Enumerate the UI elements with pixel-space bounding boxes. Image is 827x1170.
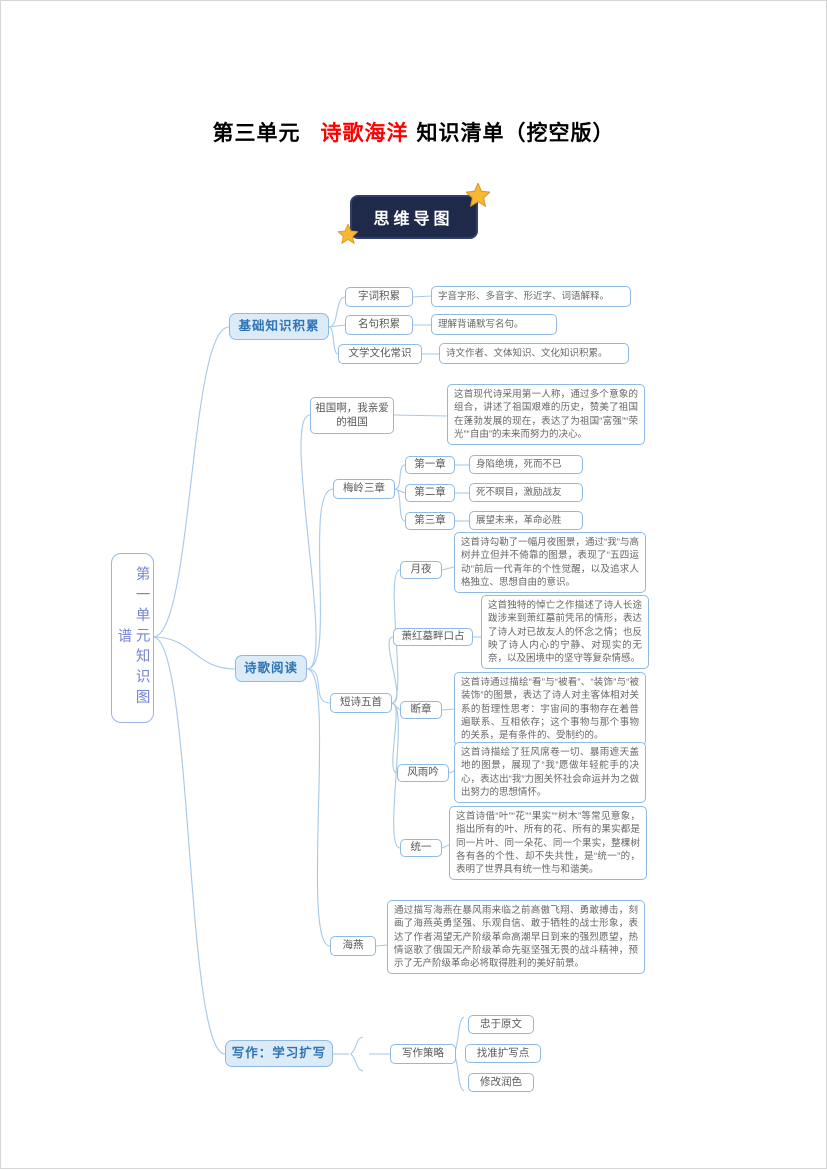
node-literary-culture: 文学文化常识 <box>338 344 422 364</box>
desc-sentence-accumulation: 理解背诵默写名句。 <box>431 314 557 335</box>
desc-literary-culture: 诗文作者、文体知识、文化知识积累。 <box>439 343 629 364</box>
star-icon <box>336 222 359 249</box>
node-meiling-three-chapters: 梅岭三章 <box>333 479 395 499</box>
node-chapter-two: 第二章 <box>405 484 455 502</box>
node-motherland-poem: 祖国啊，我亲爱的祖国 <box>310 397 394 434</box>
desc-chapter-three: 展望未来，革命必胜 <box>469 511 583 530</box>
node-chapter-one: 第一章 <box>405 456 455 474</box>
node-faithful-to-original: 忠于原文 <box>468 1015 534 1034</box>
desc-moonlit-night: 这首诗勾勒了一幅月夜图景，通过“我”与高树并立但并不倚靠的图景，表现了“五四运动… <box>454 532 646 594</box>
node-xiaohong-grave: 萧红墓畔口占 <box>393 628 473 646</box>
desc-chapter-two: 死不瞑目，激励战友 <box>469 483 583 502</box>
node-sentence-accumulation: 名句积累 <box>345 315 413 335</box>
star-icon <box>464 181 491 212</box>
node-petrel: 海燕 <box>330 936 376 956</box>
node-find-expansion-points: 找准扩写点 <box>465 1044 541 1063</box>
node-word-accumulation: 字词积累 <box>345 287 413 307</box>
node-chapter-three: 第三章 <box>405 512 455 530</box>
desc-xiaohong-grave: 这首独特的悼亡之作描述了诗人长途跋涉来到萧红墓前凭吊的情形，表达了诗人对已故友人… <box>481 595 649 670</box>
desc-wind-rain-song: 这首诗描绘了狂风席卷一切、暴雨遮天盖地的图景，展现了“我”愿做年轻舵手的决心，表… <box>454 742 646 804</box>
node-unity: 统一 <box>400 839 442 857</box>
desc-chapter-one: 身陷绝境，死而不已 <box>469 455 583 474</box>
node-revise-polish: 修改润色 <box>468 1073 534 1092</box>
title-unit: 第三单元 <box>212 122 301 145</box>
node-five-short-poems: 短诗五首 <box>330 693 392 713</box>
desc-motherland-poem: 这首现代诗采用第一人称，通过多个意象的组合，讲述了祖国艰难的历史，赞美了祖国在蓬… <box>447 384 645 446</box>
desc-word-accumulation: 字音字形、多音字、形近字、词语解释。 <box>431 286 631 307</box>
node-moonlit-night: 月夜 <box>400 561 442 579</box>
branch-poetry-reading: 诗歌阅读 <box>235 655 307 682</box>
node-wind-rain-song: 风雨吟 <box>397 764 449 782</box>
mindmap-badge: 思维导图 <box>336 181 491 245</box>
desc-petrel: 通过描写海燕在暴风雨来临之前高傲飞翔、勇敢搏击，刻画了海燕英勇坚强、乐观自信、敢… <box>387 900 645 975</box>
branch-writing-expansion: 写作：学习扩写 <box>225 1040 333 1067</box>
node-writing-strategy: 写作策略 <box>390 1044 456 1064</box>
desc-unity: 这首诗借“叶”“花”“果实”“树木”等常见意象，指出所有的叶、所有的花、所有的果… <box>449 806 647 881</box>
desc-fragment: 这首诗通过描绘“看”与“被看”、“装饰”与“被装饰”的图景，表达了诗人对主客体相… <box>454 672 646 747</box>
title-rest: 知识清单（挖空版） <box>416 122 615 145</box>
node-fragment: 断章 <box>400 701 442 719</box>
mindmap-root: 第一单元知识图谱 <box>111 553 154 723</box>
branch-basic-knowledge: 基础知识积累 <box>229 313 329 340</box>
title-topic: 诗歌海洋 <box>320 122 409 145</box>
mindmap-badge-label: 思维导图 <box>349 195 478 239</box>
page-title: 第三单元诗歌海洋知识清单（挖空版） <box>1 117 826 147</box>
